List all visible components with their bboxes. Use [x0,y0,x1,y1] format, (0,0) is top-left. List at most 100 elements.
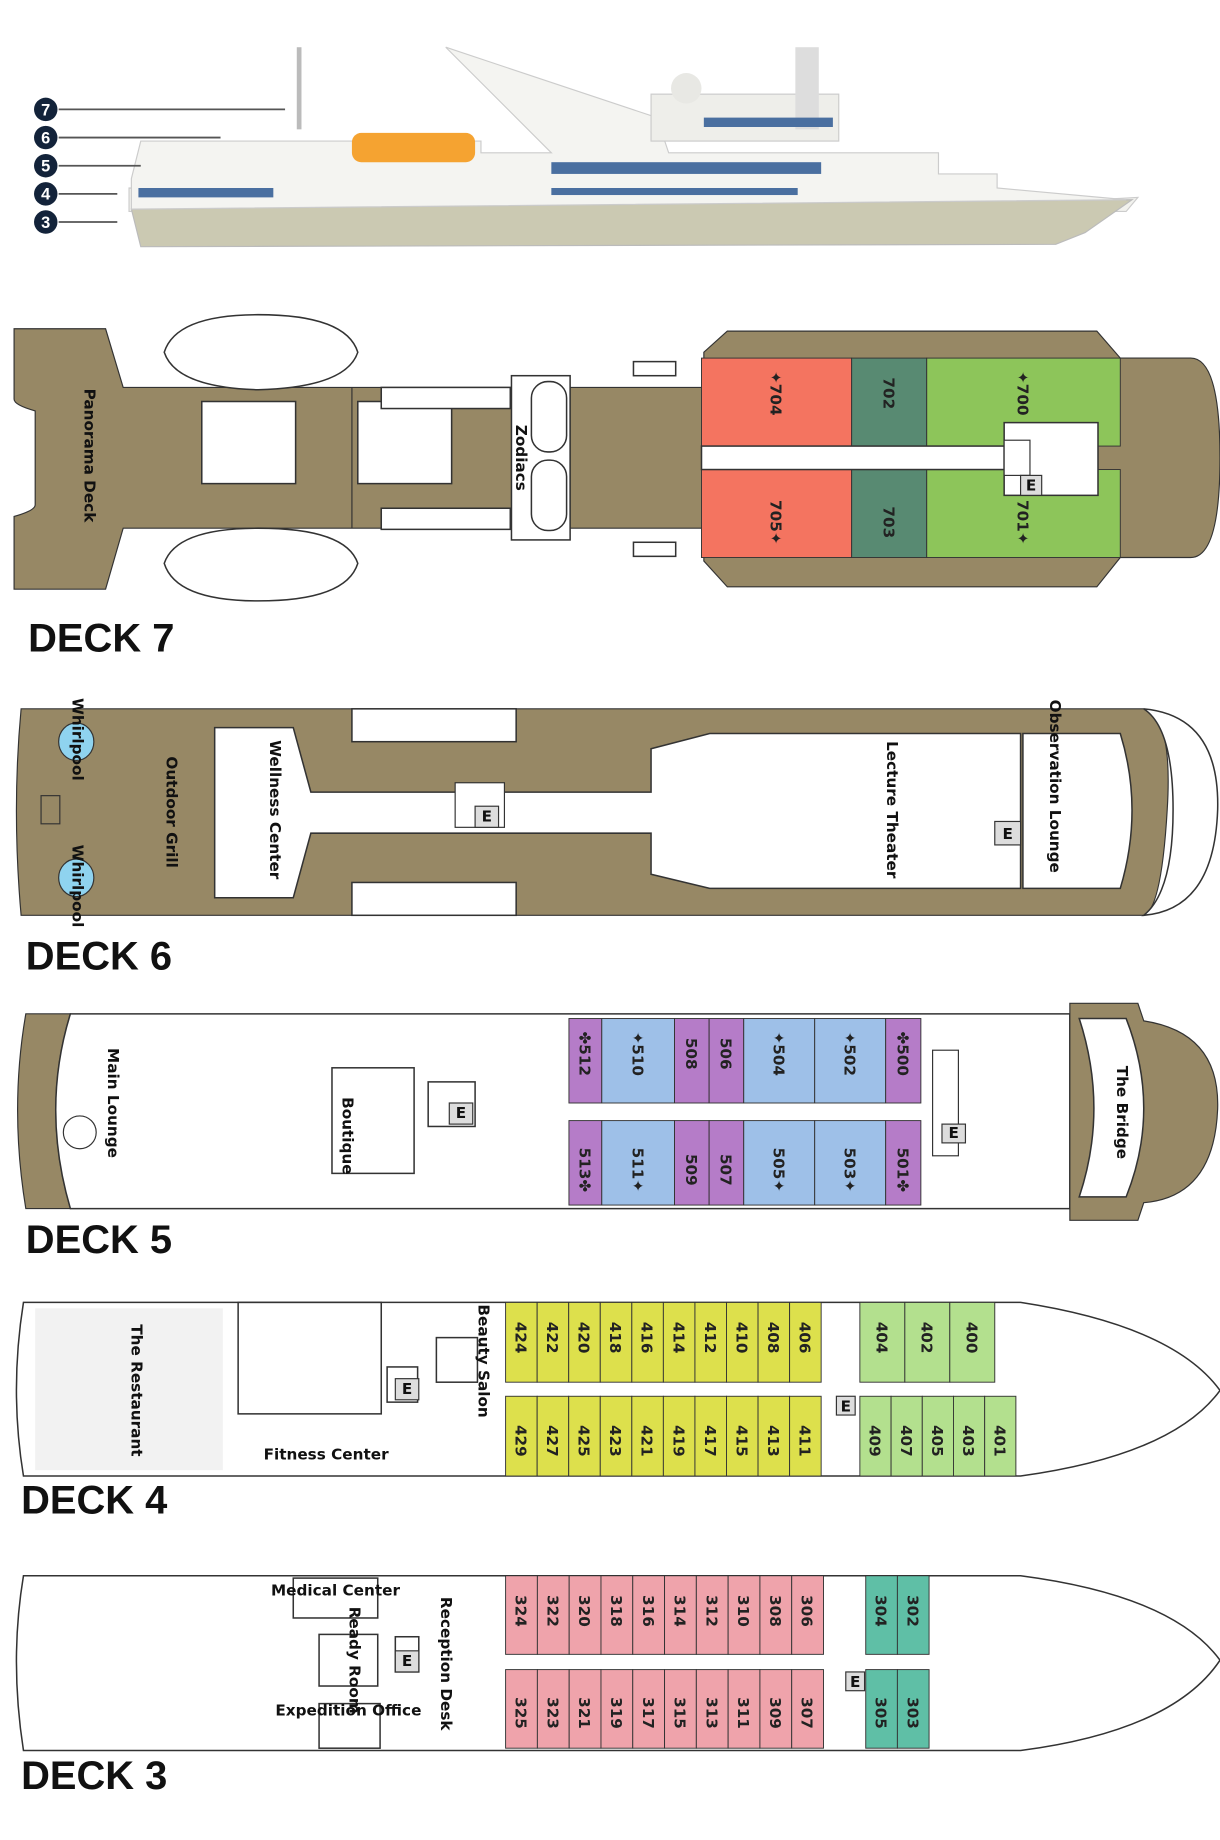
cabin-312[interactable] [695,1575,729,1655]
cabin-317[interactable] [632,1669,666,1749]
cabin-418[interactable] [599,1301,633,1383]
cabin-416[interactable] [631,1301,664,1383]
cabin-513[interactable] [568,1120,603,1206]
cabin-427[interactable] [536,1395,570,1477]
cabin-304[interactable] [865,1575,898,1655]
cabin-400[interactable] [949,1301,996,1383]
cabin-305[interactable] [865,1669,898,1749]
cabin-423[interactable] [599,1395,633,1477]
cabin-424[interactable] [505,1301,538,1383]
cabin-314[interactable] [664,1575,697,1655]
cabin-number: 408 [764,1322,782,1354]
deck-marker-badge [34,182,58,206]
elevator-label-fwd: E [949,1124,959,1142]
cabin-411[interactable] [789,1395,822,1477]
zodiacs-label: Zodiacs [512,425,530,491]
cabin-408[interactable] [757,1301,791,1383]
cabin-313[interactable] [695,1669,729,1749]
cabin-429[interactable] [505,1395,538,1477]
cabin-502[interactable] [814,1018,887,1104]
expedition-office-label: Expedition Office [275,1701,421,1719]
deck-6-title: DECK 6 [26,934,172,978]
cabin-number: 423 [606,1425,624,1457]
cabin-511[interactable] [601,1120,675,1206]
cabin-number: 705✦ [767,500,785,545]
cabin-number: 403 [959,1425,977,1457]
cabin-321[interactable] [568,1669,602,1749]
deck-marker-label: 5 [41,158,50,176]
cabin-number: 308 [766,1595,784,1627]
cabin-412[interactable] [694,1301,727,1383]
cabin-420[interactable] [568,1301,601,1383]
cabin-406[interactable] [789,1301,822,1383]
elevator-label-fwd: E [850,1673,860,1691]
reception-desk-label: Reception Desk [437,1597,455,1731]
cabin-302[interactable] [896,1575,930,1655]
cabin-303[interactable] [896,1669,930,1749]
cabin-504[interactable] [743,1018,816,1104]
cabin-417[interactable] [694,1395,727,1477]
cabin-number: 309 [766,1697,784,1729]
cabin-503[interactable] [814,1120,887,1206]
cabin-425[interactable] [568,1395,601,1477]
cabin-320[interactable] [568,1575,602,1655]
cabin-number: 506 [717,1038,735,1070]
cabin-419[interactable] [662,1395,696,1477]
cabin-number: 409 [866,1425,884,1457]
deck-marker-badge [34,125,58,150]
cabin-403[interactable] [953,1395,986,1477]
cabin-307[interactable] [791,1669,824,1749]
cabin-308[interactable] [759,1575,793,1655]
cabin-309[interactable] [759,1669,793,1749]
cabin-number: 416 [638,1322,656,1354]
whirlpool-top-label: Whirlpool [69,698,87,781]
cabin-number: 401 [990,1425,1008,1457]
cabin-number: ✦502 [840,1031,858,1076]
cabin-500[interactable] [885,1018,922,1104]
cabin-409[interactable] [859,1395,892,1477]
cabin-507[interactable] [708,1120,745,1206]
cabin-325[interactable] [505,1669,538,1749]
outdoor-grill-label: Outdoor Grill [163,756,181,867]
cabin-306[interactable] [791,1575,824,1655]
cabin-310[interactable] [727,1575,761,1655]
cabin-number: 413 [764,1425,782,1457]
cabin-415[interactable] [726,1395,759,1477]
cabin-509[interactable] [674,1120,710,1206]
cabin-324[interactable] [505,1575,538,1655]
cabin-number: 304 [872,1595,890,1627]
deck-marker-label: 7 [41,101,50,119]
cabin-315[interactable] [664,1669,697,1749]
cabin-506[interactable] [708,1018,745,1104]
cabin-number: 402 [917,1322,935,1354]
cabin-501[interactable] [885,1120,922,1206]
cabin-410[interactable] [726,1301,759,1383]
cabin-703[interactable] [851,469,928,558]
cabin-402[interactable] [904,1301,951,1383]
cabin-number: 312 [702,1595,720,1627]
cabin-407[interactable] [890,1395,923,1477]
cabin-number: ✦700 [1014,371,1032,416]
cabin-number: 320 [575,1595,593,1627]
cabin-401[interactable] [984,1395,1017,1477]
cabin-number: 701✦ [1014,500,1032,545]
deck-4-title: DECK 4 [21,1479,167,1523]
cabin-510[interactable] [601,1018,675,1104]
the-restaurant-label: The Restaurant [127,1324,145,1456]
deck-marker-label: 6 [41,129,50,147]
cabin-505[interactable] [743,1120,816,1206]
cabin-404[interactable] [859,1301,906,1383]
cabin-705[interactable] [701,469,853,558]
cabin-number: 405 [928,1425,946,1457]
cabin-number: 422 [543,1322,561,1354]
cabin-421[interactable] [631,1395,664,1477]
deck-7-plan: Panorama Deck Zodiacs ✦704705✦702703✦700… [13,313,1220,660]
cabin-311[interactable] [727,1669,761,1749]
cabin-508[interactable] [674,1018,710,1104]
cabin-316[interactable] [632,1575,666,1655]
cabin-323[interactable] [536,1669,570,1749]
cabin-number: 407 [897,1425,915,1457]
cabin-422[interactable] [536,1301,570,1383]
cabin-512[interactable] [568,1018,603,1104]
